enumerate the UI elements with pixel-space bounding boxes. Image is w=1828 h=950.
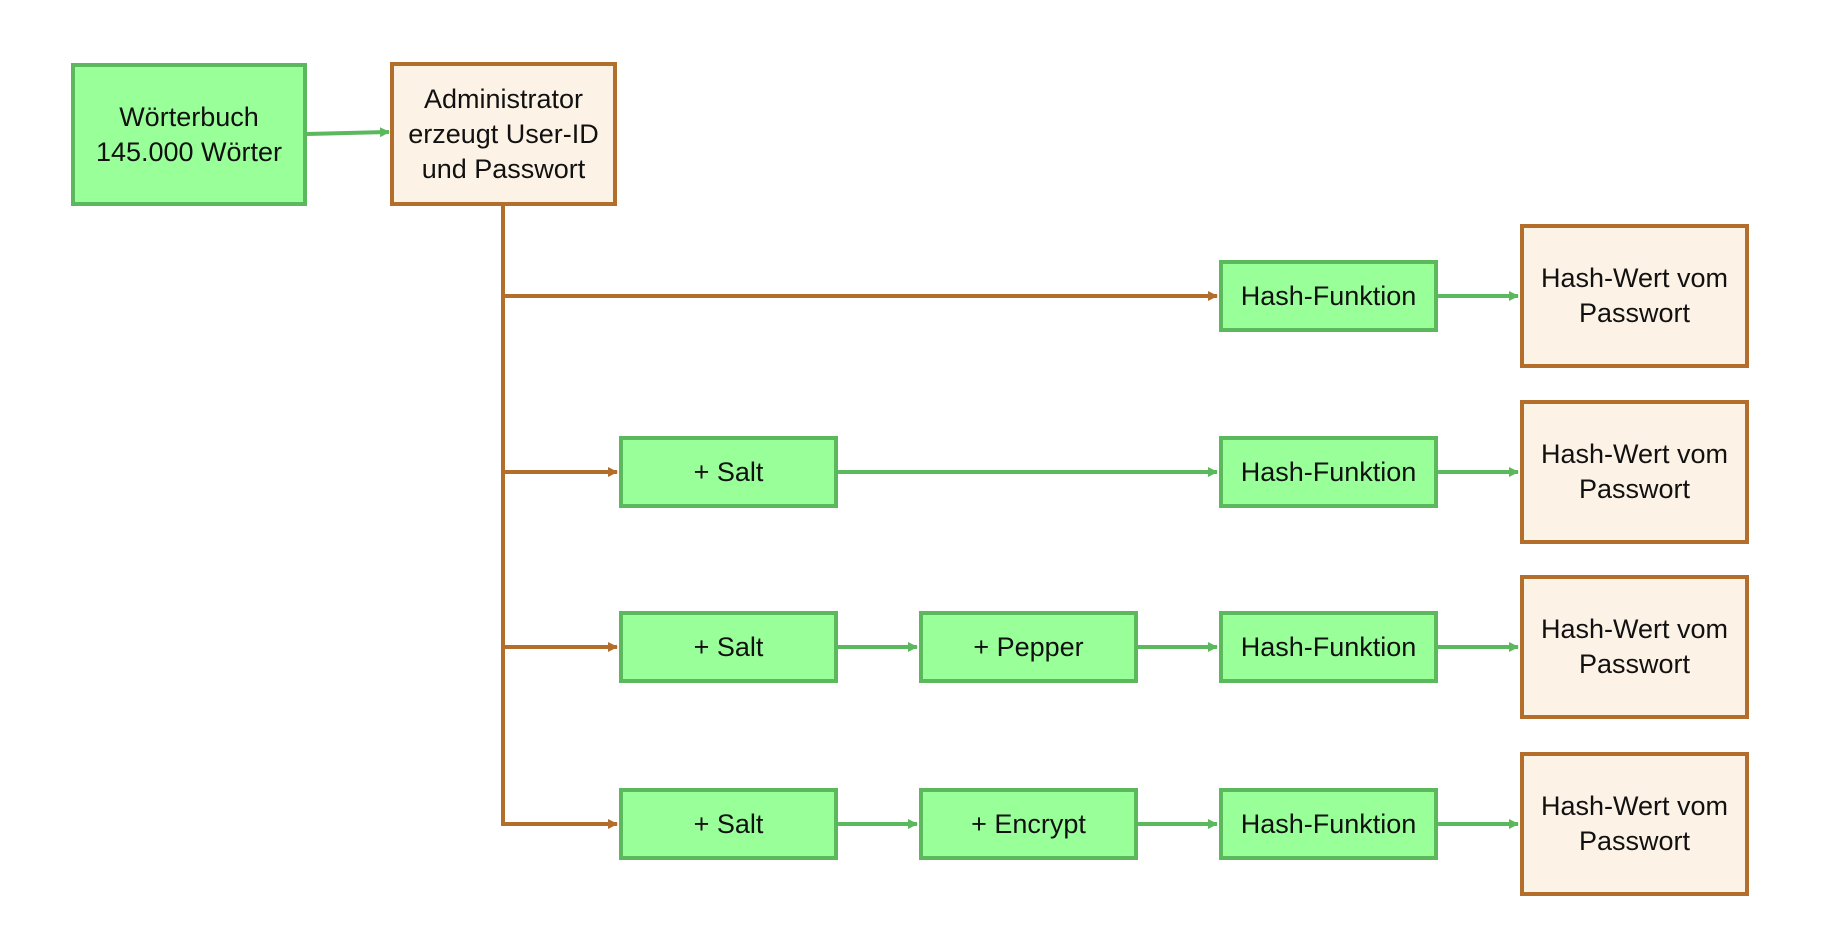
- hash-result-node-row-4: Hash-Wert vom Passwort: [1520, 752, 1749, 896]
- hash-result-label: Hash-Wert vom Passwort: [1540, 263, 1729, 328]
- salt-label: + Salt: [693, 456, 764, 487]
- pepper-label: + Pepper: [973, 631, 1084, 662]
- admin-label: Administrator erzeugt User-ID und Passwo…: [408, 83, 599, 184]
- hash-function-node-row-1: Hash-Funktion: [1219, 260, 1438, 332]
- pepper-node-row-3: + Pepper: [919, 611, 1138, 683]
- hash-result-label: Hash-Wert vom Passwort: [1540, 439, 1729, 504]
- hash-function-label: Hash-Funktion: [1240, 808, 1417, 839]
- salt-label: + Salt: [693, 808, 764, 839]
- encrypt-label: + Encrypt: [971, 808, 1086, 839]
- hash-function-label: Hash-Funktion: [1240, 456, 1417, 487]
- hash-result-label: Hash-Wert vom Passwort: [1540, 791, 1729, 856]
- salt-label: + Salt: [693, 631, 764, 662]
- hash-result-label: Hash-Wert vom Passwort: [1540, 614, 1729, 679]
- dictionary-label: Wörterbuch 145.000 Wörter: [95, 101, 283, 167]
- salt-node-row-2: + Salt: [619, 436, 838, 508]
- hash-function-node-row-2: Hash-Funktion: [1219, 436, 1438, 508]
- hash-result-node-row-2: Hash-Wert vom Passwort: [1520, 400, 1749, 544]
- hash-function-node-row-3: Hash-Funktion: [1219, 611, 1438, 683]
- hash-function-label: Hash-Funktion: [1240, 280, 1417, 311]
- admin-node: Administrator erzeugt User-ID und Passwo…: [390, 62, 617, 206]
- salt-node-row-3: + Salt: [619, 611, 838, 683]
- encrypt-node-row-4: + Encrypt: [919, 788, 1138, 860]
- dictionary-node: Wörterbuch 145.000 Wörter: [71, 63, 307, 206]
- hash-result-node-row-1: Hash-Wert vom Passwort: [1520, 224, 1749, 368]
- arrow-dictionary-to-admin: [306, 127, 390, 138]
- hash-function-label: Hash-Funktion: [1240, 631, 1417, 662]
- salt-node-row-4: + Salt: [619, 788, 838, 860]
- hash-result-node-row-3: Hash-Wert vom Passwort: [1520, 575, 1749, 719]
- hash-function-node-row-4: Hash-Funktion: [1219, 788, 1438, 860]
